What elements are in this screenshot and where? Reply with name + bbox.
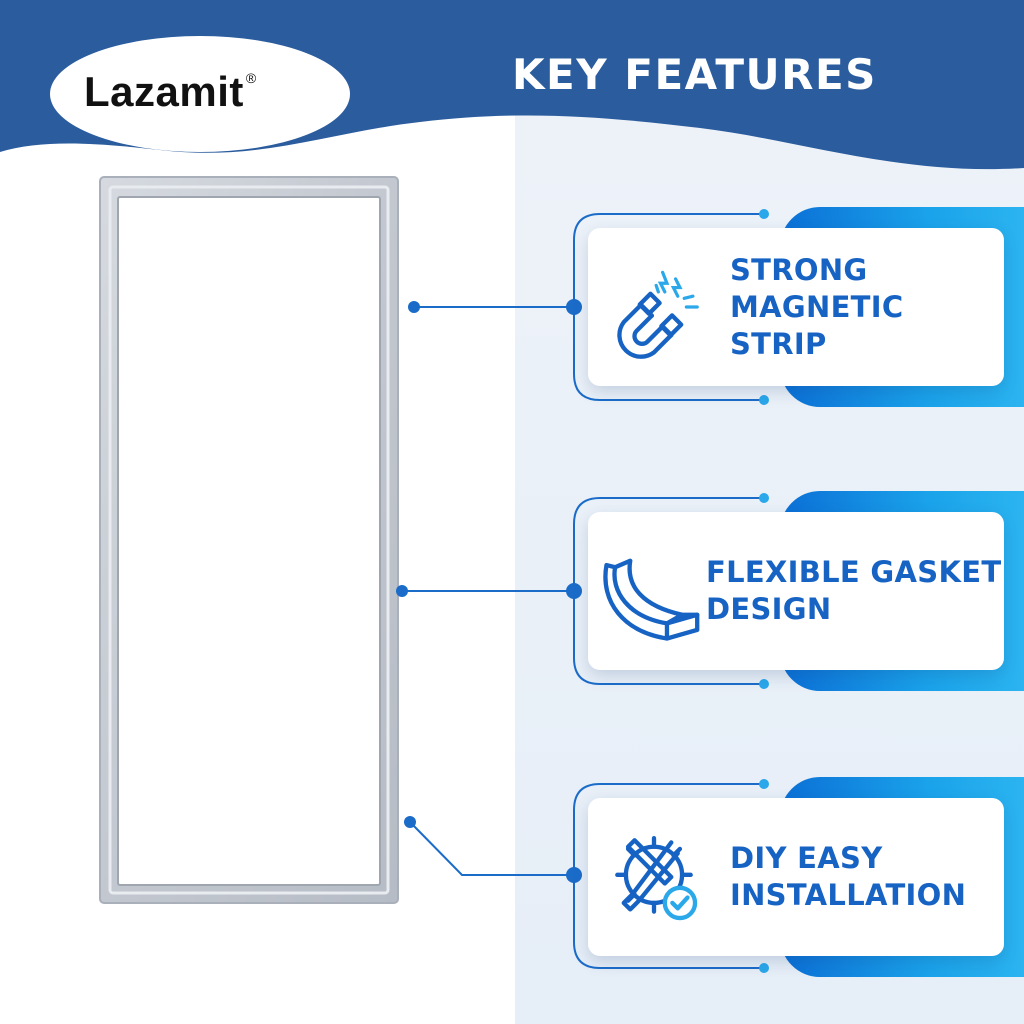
feature-label-flexible: FLEXIBLE GASKET DESIGN xyxy=(706,555,1002,626)
door-gasket-image xyxy=(99,176,399,904)
feature-label-diy: DIY EASY INSTALLATION xyxy=(730,841,967,912)
registered-mark: ® xyxy=(245,70,257,86)
tools-check-icon xyxy=(615,835,698,921)
magnet-icon xyxy=(617,270,699,359)
page-title: KEY FEATURES xyxy=(512,50,877,99)
feature-card-flexible: FLEXIBLE GASKET DESIGN xyxy=(588,512,1004,670)
feature-label-magnetic: STRONG MAGNETIC STRIP xyxy=(730,252,904,361)
brand-logo: Lazamit® xyxy=(84,68,257,116)
brand-name: Lazamit xyxy=(84,68,244,115)
gasket-strip-icon xyxy=(603,558,700,641)
feature-card-diy: DIY EASY INSTALLATION xyxy=(588,798,1004,956)
feature-card-magnetic: STRONG MAGNETIC STRIP xyxy=(588,228,1004,386)
